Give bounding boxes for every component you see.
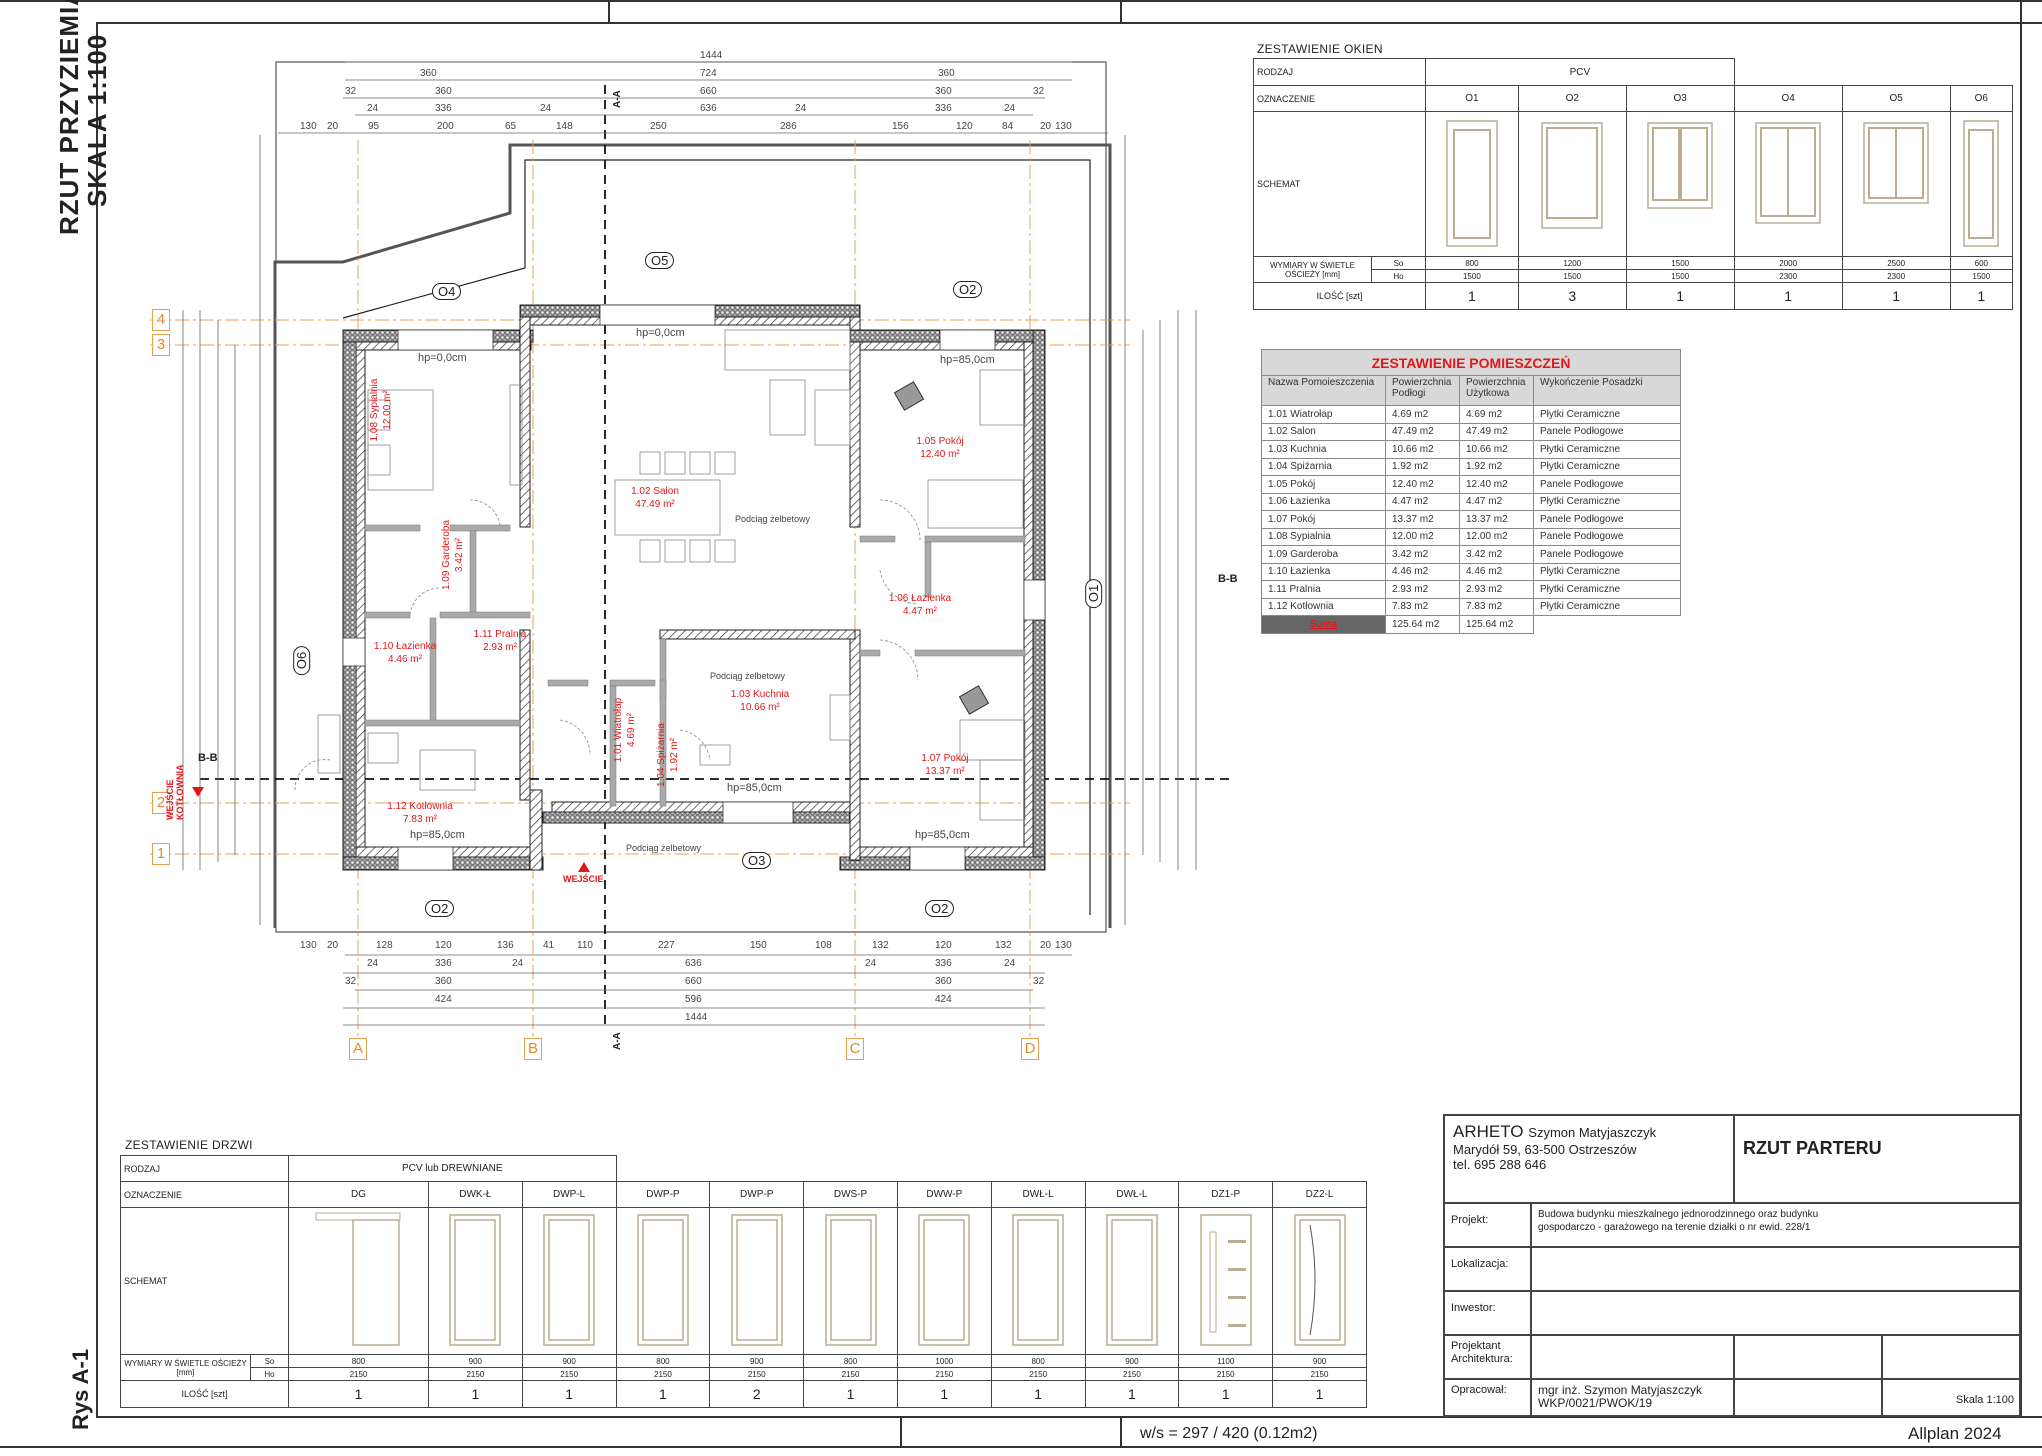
door-schema-dwk-l bbox=[427, 1207, 523, 1355]
door-schema-dwl-l-900 bbox=[1084, 1207, 1180, 1355]
sum-row: Suma 125.64 m2 125.64 m2 bbox=[1261, 615, 1681, 634]
door-schema-dwl-l-800 bbox=[990, 1207, 1086, 1355]
axis-tag-4: 4 bbox=[152, 309, 170, 331]
doors-schedule-table: RODZAJ PCV lub DREWNIANE OZNACZENIE DG D… bbox=[120, 1155, 1367, 1408]
location-value bbox=[1531, 1247, 2021, 1291]
window-schema-o2 bbox=[1517, 111, 1627, 257]
window-tag-o2-left: O2 bbox=[425, 900, 455, 917]
doors-schedule-title: ZESTAWIENIE DRZWI bbox=[125, 1138, 253, 1152]
scale-label: Skala 1:100 bbox=[1882, 1379, 2021, 1417]
entrance-marker-icon bbox=[578, 862, 590, 872]
rooms-schedule-title: ZESTAWIENIE POMIESZCZEŃ bbox=[1261, 349, 1681, 376]
title-block: ARHETO Szymon Matyjaszczyk Marydół 59, 6… bbox=[1443, 1114, 2021, 1417]
window-schema-o6 bbox=[1949, 111, 2014, 257]
boiler-entrance-marker-icon bbox=[192, 787, 204, 797]
door-schema-dwp-p-800 bbox=[615, 1207, 711, 1355]
investor-value bbox=[1531, 1291, 2021, 1335]
software-label: Allplan 2024 bbox=[1908, 1424, 2002, 1443]
axis-tag-b: B bbox=[524, 1038, 542, 1060]
drawing-number: Rys A-1 bbox=[68, 1348, 93, 1430]
floor-plan bbox=[150, 61, 1230, 1040]
window-schema-o3 bbox=[1625, 111, 1735, 257]
paper-size: w/s = 297 / 420 (0.12m2) bbox=[1140, 1425, 1318, 1442]
door-schema-dwp-l bbox=[521, 1207, 617, 1355]
axis-tag-c: C bbox=[846, 1038, 864, 1060]
section-mark-aa-top: A-A bbox=[612, 90, 623, 108]
window-tag-o6: O6 bbox=[293, 645, 311, 676]
door-schema-dwp-p-900 bbox=[709, 1207, 805, 1355]
project-description: Budowa budynku mieszkalnego jednorodzinn… bbox=[1531, 1203, 2021, 1247]
window-schema-o5 bbox=[1841, 111, 1951, 257]
windows-schedule-title: ZESTAWIENIE OKIEN bbox=[1257, 42, 1383, 56]
door-schema-dg bbox=[288, 1207, 429, 1355]
prepared-by: mgr inż. Szymon Matyjaszczyk WKP/0021/PW… bbox=[1531, 1379, 1734, 1417]
rooms-schedule-table: ZESTAWIENIE POMIESZCZEŃ Nazwa Pomoieszcz… bbox=[1261, 349, 1681, 634]
window-tag-o3: O3 bbox=[742, 852, 772, 869]
door-schema-dz1-p bbox=[1178, 1207, 1274, 1355]
axis-tag-a: A bbox=[349, 1038, 367, 1060]
window-tag-o4: O4 bbox=[432, 283, 462, 300]
window-tag-o1: O1 bbox=[1085, 578, 1103, 609]
window-tag-o5: O5 bbox=[645, 252, 675, 269]
window-schema-o4 bbox=[1733, 111, 1843, 257]
door-schema-dww-p bbox=[896, 1207, 992, 1355]
window-tag-o2-top: O2 bbox=[953, 281, 983, 298]
axis-tag-1: 1 bbox=[152, 843, 170, 865]
section-mark-bb-right: B-B bbox=[1218, 573, 1238, 585]
window-schema-o1 bbox=[1425, 111, 1519, 257]
section-mark-aa-bottom: A-A bbox=[612, 1032, 623, 1050]
axis-tag-d: D bbox=[1021, 1038, 1039, 1060]
designer-label: Projektant Architektura: bbox=[1444, 1335, 1531, 1379]
section-mark-bb-left: B-B bbox=[198, 752, 218, 764]
entrance-label: WEJŚCIE bbox=[563, 874, 604, 884]
door-schema-dws-p bbox=[803, 1207, 898, 1355]
door-schema-dz2-l bbox=[1272, 1207, 1367, 1355]
company-info: ARHETO Szymon Matyjaszczyk Marydół 59, 6… bbox=[1444, 1115, 1734, 1203]
drawing-title: RZUT PARTERU bbox=[1734, 1115, 2021, 1203]
axis-tag-2: 2 bbox=[152, 792, 170, 814]
window-tag-o2-right: O2 bbox=[925, 900, 955, 917]
axis-tag-3: 3 bbox=[152, 334, 170, 356]
windows-schedule-table: RODZAJ PCV OZNACZENIE O1 O2 O3 O4 O5 O6 … bbox=[1253, 58, 2014, 310]
